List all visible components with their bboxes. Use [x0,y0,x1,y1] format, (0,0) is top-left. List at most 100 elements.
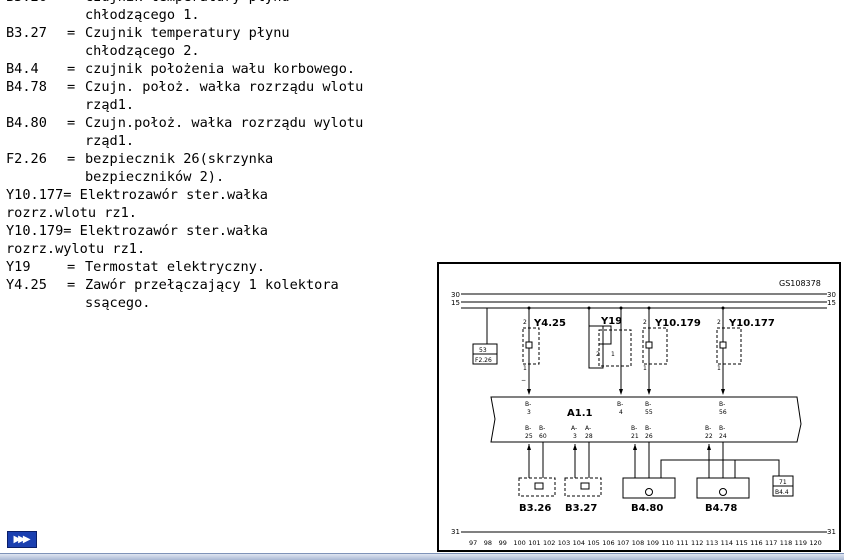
ecu-label: A1.1 [567,408,592,419]
label-y10177: Y10.177 [728,318,775,329]
pin-dir: B- [645,401,651,408]
scale-label: 106 [602,539,614,547]
legend-code: B3.26 [6,0,67,6]
legend-description: bezpieczników 2). [85,169,225,185]
legend-separator: = [67,277,76,293]
legend-continuation: rozrz.wlotu rz1. [6,205,137,221]
svg-text:1: 1 [717,365,721,372]
legend-entry: B3.26=Czujnik temperatury płynu [6,0,363,6]
b44-label: B4.4 [775,489,789,496]
rail-30-right: 30 [827,291,836,299]
scale-label: 108 [632,539,644,547]
pin-dir: B- [719,425,725,432]
legend-description: czujnik położenia wału korbowego. [85,61,356,77]
scale-label: 105 [587,539,599,547]
diagram-ref: GS108378 [779,279,821,288]
next-page-button[interactable]: ▶▶▶ [7,531,37,548]
legend-description: Elektrozawór ster.wałka [79,223,268,239]
scale-label: 101 [528,539,540,547]
scale-label: 110 [661,539,673,547]
legend-code: B4.4 [6,61,39,77]
svg-text:1: 1 [523,365,527,372]
rail-31-right: 31 [827,528,836,536]
legend-description: Zawór przełączający 1 kolektora [85,277,339,293]
label-y10179: Y10.179 [654,318,701,329]
legend-separator: = [67,61,76,77]
legend-continuation: ssącego. [6,294,363,312]
pin-dir: B- [705,425,711,432]
scale-label: 113 [706,539,718,547]
scale-label: 118 [780,539,792,547]
legend-separator: = [67,259,76,275]
scale-label: 115 [735,539,747,547]
pin-num: 26 [645,433,653,440]
fuse-num: 53 [479,347,487,354]
pin-num: 60 [539,433,547,440]
scale-label: 98 [484,539,492,547]
legend-continuation: rząd1. [6,96,363,114]
pin-num: 3 [527,409,531,416]
scale-label: 112 [691,539,703,547]
pin-num: 25 [525,433,533,440]
rail-15-left: 15 [451,299,460,307]
status-bar [0,553,844,560]
pin-num: 21 [631,433,639,440]
nav-arrows-icon: ▶▶▶ [13,534,30,545]
scale-label: 117 [765,539,777,547]
legend-description: Termostat elektryczny. [85,259,266,275]
legend-code: Y19 [6,259,31,275]
rail-31-left: 31 [451,528,460,536]
scale-label: 100 [513,539,525,547]
legend-description: Czujn. położ. wałka rozrządu wlotu [85,79,364,95]
legend-description: Elektrozawór ster.wałka [79,187,268,203]
wiring-diagram: GS108378 30 30 15 15 53 F2.26 Y4.25 2 1 … [437,262,841,552]
legend-code: Y4.25 [6,277,47,293]
scale-label: 97 [469,539,477,547]
legend-entry: B3.27=Czujnik temperatury płynu [6,24,363,42]
legend-entry: Y4.25 = Zawór przełączający 1 kolektora [6,276,363,294]
legend-entry: Y19 = Termostat elektryczny. [6,258,363,276]
legend-entry: Y10.177= Elektrozawór ster.wałka [6,186,363,204]
svg-text:−: − [521,377,526,384]
legend-description: ssącego. [85,295,151,311]
pin-dir: B- [525,425,531,432]
scale-label: 116 [750,539,762,547]
pin-num: 56 [719,409,727,416]
legend-description: chłodzącego 2. [85,43,200,59]
legend-code: B4.78 [6,79,47,95]
svg-text:2: 2 [596,351,600,358]
legend-code: B4.80 [6,115,47,131]
pin-num: 3 [573,433,577,440]
pin-num: 4 [619,409,623,416]
legend-entry: B4.80=Czujn.położ. wałka rozrządu wylotu [6,114,363,132]
label-y425: Y4.25 [533,318,566,329]
legend-entry: Y10.179= Elektrozawór ster.wałka [6,222,363,240]
legend-continuation: chłodzącego 2. [6,42,363,60]
legend-code: B3.27 [6,25,47,41]
legend-separator: = [67,79,76,95]
scale-label: 120 [809,539,821,547]
legend-separator: = [67,115,76,131]
rail-30-left: 30 [451,291,460,299]
svg-text:2: 2 [523,319,527,326]
pin-num: 55 [645,409,653,416]
scale-label: 104 [573,539,585,547]
rail-15-right: 15 [827,299,836,307]
b44-num: 71 [779,479,787,486]
wiring-diagram-svg: GS108378 30 30 15 15 53 F2.26 Y4.25 2 1 … [451,279,836,547]
legend-separator: = [67,0,85,6]
legend-description: Czujnik temperatury płynu [85,0,290,5]
legend-code: Y10.179= [6,223,80,239]
legend-description: rząd1. [85,97,135,113]
label-b480: B4.80 [631,503,663,514]
svg-text:2: 2 [717,319,721,326]
pin-num: 28 [585,433,593,440]
legend-continuation: rząd1. [6,132,363,150]
legend-code: Y10.177= [6,187,80,203]
pin-num: 22 [705,433,713,440]
legend-entry: B4.4 = czujnik położenia wału korbowego. [6,60,363,78]
legend-entry: F2.26=bezpiecznik 26(skrzynka [6,150,363,168]
scale-label: 99 [499,539,507,547]
label-b326: B3.26 [519,503,551,514]
